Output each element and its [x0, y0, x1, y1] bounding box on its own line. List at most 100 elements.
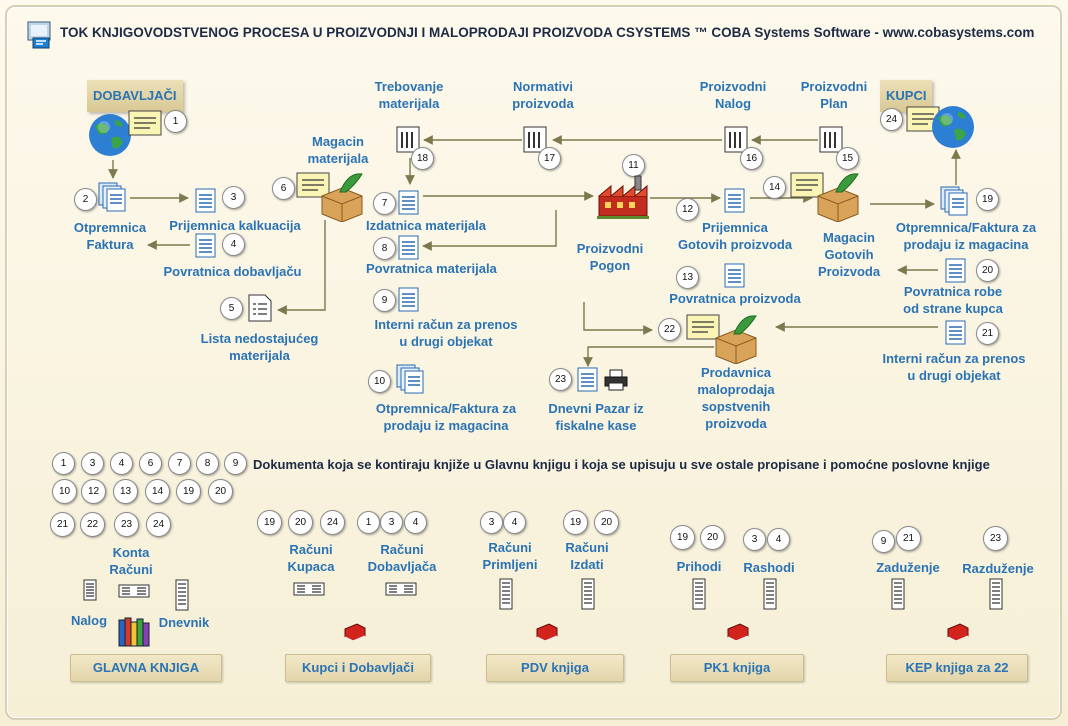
document-icon: [724, 263, 745, 288]
legend-badge: 3: [480, 511, 503, 534]
ledger-wide-icon: [385, 582, 417, 596]
ledger-icon: [83, 579, 97, 601]
badge-6: 6: [272, 177, 295, 200]
ledger-icon: [763, 578, 777, 610]
prijemnica-kalkuacija-label: Prijemnica kalkuacija: [169, 218, 301, 233]
receipt-icon: [790, 172, 824, 198]
magacin-gotovih-label: Magacin Gotovih Proizvoda: [817, 230, 881, 279]
pk1-knjiga-button[interactable]: PK1 knjiga: [670, 654, 804, 682]
legend-badge: 19: [670, 525, 695, 550]
nalog-label: Nalog: [70, 613, 108, 628]
prihodi-label: Prihodi: [676, 559, 722, 574]
prijemnica-gotovih-label: Prijemnica Gotovih proizvoda: [677, 220, 793, 252]
printer-icon: [604, 369, 628, 391]
app-icon: [27, 21, 51, 49]
badge-19: 19: [976, 188, 999, 211]
legend-badge: 20: [208, 479, 233, 504]
zaduzenje-label: Zaduženje: [876, 560, 940, 575]
ledger-icon: [819, 126, 843, 153]
badge-21: 21: [976, 322, 999, 345]
doc-stack-icon: [940, 186, 968, 216]
ledger-icon: [692, 578, 706, 610]
ledger-icon: [724, 126, 748, 153]
legend-badge: 19: [176, 479, 201, 504]
arrow-interni-prodavnica: [583, 302, 653, 335]
legend-badge: 21: [50, 512, 75, 537]
red-book-icon: [727, 623, 749, 642]
document-icon: [195, 233, 216, 258]
legend-text: Dokumenta koja se kontiraju knjiže u Gla…: [253, 457, 990, 472]
arrow-prodavnica-pazar: [583, 346, 714, 367]
legend-badge: 13: [113, 479, 138, 504]
document-icon: [398, 190, 419, 215]
legend-badge: 9: [872, 530, 895, 553]
izdatnica-label: Izdatnica materijala: [366, 218, 486, 233]
kupci-tag: KUPCI: [880, 80, 933, 112]
glavna-knjiga-button[interactable]: GLAVNA KNJIGA: [70, 654, 222, 682]
legend-badge: 3: [743, 528, 766, 551]
interni-racun-l-label: Interni račun za prenos u drugi objekat: [374, 317, 518, 349]
books-icon: [118, 617, 150, 647]
konta-racuni-label: Konta Računi: [109, 545, 153, 577]
document-icon: [398, 287, 419, 312]
badge-22: 22: [658, 318, 681, 341]
povratnica-dobavljacu-label: Povratnica dobavljaču: [163, 264, 302, 279]
legend-badge: 1: [52, 452, 75, 475]
normativi-label: Normativi proizvoda: [512, 79, 574, 111]
razduzenje-label: Razduženje: [962, 561, 1034, 576]
doc-stack-icon: [98, 182, 126, 212]
receipt-icon: [128, 110, 162, 136]
legend-badge: 12: [81, 479, 106, 504]
red-book-icon: [344, 623, 366, 642]
document-icon: [724, 188, 745, 213]
racuni-dobavljaca-label: Računi Dobavljača: [367, 542, 437, 574]
legend-badge: 23: [983, 526, 1008, 551]
badge-1: 1: [164, 110, 187, 133]
legend-badge: 4: [767, 528, 790, 551]
legend-badge: 4: [404, 511, 427, 534]
kep-knjiga-button[interactable]: KEP knjiga za 22: [886, 654, 1028, 682]
legend-badge: 3: [380, 511, 403, 534]
badge-16: 16: [740, 147, 763, 170]
legend-badge: 8: [196, 452, 219, 475]
ledger-icon: [396, 126, 420, 153]
legend-badge: 3: [81, 452, 104, 475]
legend-badge: 9: [224, 452, 247, 475]
page-title: TOK KNJIGOVODSTVENOG PROCESA U PROIZVODN…: [60, 25, 1035, 40]
document-icon: [945, 320, 966, 345]
prodavnica-label: Prodavnica maloprodaja sopstvenih proizv…: [697, 365, 775, 431]
badge-4: 4: [222, 233, 245, 256]
ledger-icon: [581, 578, 595, 610]
document-icon: [195, 188, 216, 213]
otpremnica-faktura-label: Otpremnica Faktura: [73, 220, 147, 252]
red-book-icon: [536, 623, 558, 642]
badge-15: 15: [836, 147, 859, 170]
badge-12: 12: [676, 198, 699, 221]
legend-badge: 1: [357, 511, 380, 534]
legend-badge: 21: [896, 526, 921, 551]
receipt-icon: [296, 172, 330, 198]
legend-badge: 24: [146, 512, 171, 537]
legend-badge: 20: [594, 510, 619, 535]
racuni-primljeni-label: Računi Primljeni: [482, 540, 538, 572]
dnevnik-label: Dnevnik: [158, 615, 210, 630]
warehouse-box-icon: [715, 315, 757, 364]
pdv-knjiga-button[interactable]: PDV knjiga: [486, 654, 624, 682]
racuni-kupaca-label: Računi Kupaca: [287, 542, 335, 574]
badge-11: 11: [622, 154, 645, 177]
kupci-dobavljaci-button[interactable]: Kupci i Dobavljači: [285, 654, 431, 682]
badge-3: 3: [222, 186, 245, 209]
ledger-icon: [523, 126, 547, 153]
otpremnica-faktura-prodaja-r-label: Otpremnica/Faktura za prodaju iz magacin…: [895, 220, 1037, 252]
badge-24: 24: [880, 108, 903, 131]
ledger-icon: [989, 578, 1003, 610]
dnevni-pazar-label: Dnevni Pazar iz fiskalne kase: [548, 401, 644, 433]
factory-icon: [597, 175, 649, 219]
dobavljaci-tag: DOBAVLJAČI: [87, 80, 183, 112]
warehouse-box-icon: [321, 173, 363, 222]
red-book-icon: [947, 623, 969, 642]
trebovanje-label: Trebovanje materijala: [374, 79, 444, 111]
ledger-icon: [891, 578, 905, 610]
